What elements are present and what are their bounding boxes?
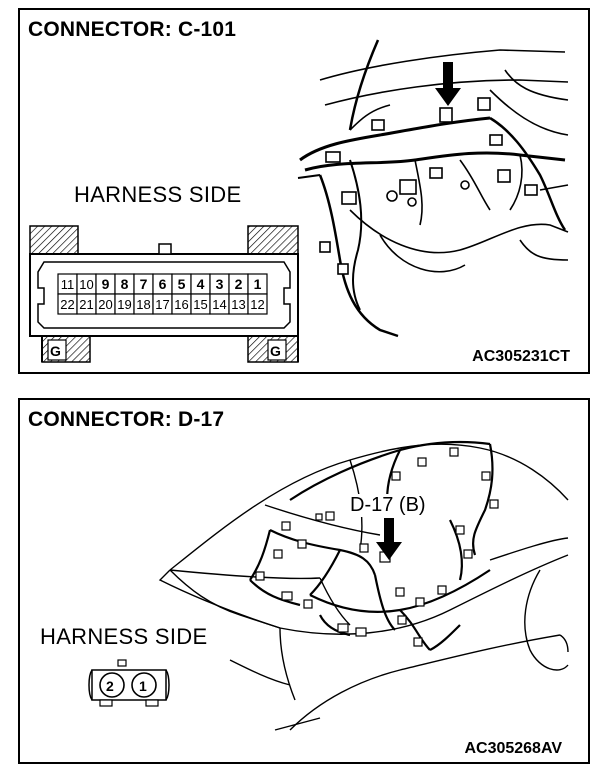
pin-cell	[247, 293, 268, 315]
pin-2: 2	[235, 276, 243, 292]
connector-d17-panel: CONNECTOR: D-17 AC305268AV	[18, 398, 590, 764]
pin-3: 3	[216, 276, 224, 292]
image-code: AC305268AV	[464, 740, 562, 757]
pin-19: 19	[117, 297, 131, 312]
vehicle-body-illustration	[158, 443, 569, 731]
pin-9: 9	[102, 276, 110, 292]
pin-5: 5	[178, 276, 186, 292]
pin-15: 15	[193, 297, 207, 312]
pin-14: 14	[212, 297, 226, 312]
panel-title: CONNECTOR: C-101	[28, 18, 237, 41]
panel-title: CONNECTOR: D-17	[28, 408, 225, 431]
harness-wiring	[249, 440, 494, 651]
image-code: AC305231CT	[472, 348, 570, 365]
pin-1: 1	[139, 678, 147, 694]
pin-1: 1	[254, 276, 262, 292]
pin-7: 7	[140, 276, 148, 292]
pin-10: 10	[79, 277, 93, 292]
guide-mark-left: G	[50, 343, 61, 359]
pin-22: 22	[60, 297, 74, 312]
pin-12: 12	[250, 297, 264, 312]
pin-20: 20	[98, 297, 112, 312]
location-arrow	[376, 518, 402, 560]
harness-connectors	[255, 447, 499, 647]
location-label: D-17 (B)	[348, 494, 428, 517]
dashboard-wiring-illustration	[297, 39, 569, 338]
location-arrow	[435, 62, 461, 106]
harness-side-label: HARNESS SIDE	[40, 624, 208, 649]
guide-mark-right: G	[270, 343, 281, 359]
pin-16: 16	[174, 297, 188, 312]
pin-4: 4	[197, 276, 205, 292]
pin-11: 11	[61, 277, 75, 292]
pin-18: 18	[136, 297, 150, 312]
pin-21: 21	[79, 297, 93, 312]
pin-6: 6	[159, 276, 167, 292]
pin-2: 2	[106, 678, 114, 694]
pin-8: 8	[121, 276, 129, 292]
pin-13: 13	[231, 297, 245, 312]
connector-c101-panel: CONNECTOR: C-101 HARNESS SIDE AC305231CT	[18, 8, 590, 374]
d17-diagram: 2 1	[88, 440, 569, 731]
connector-face-d17	[88, 659, 170, 707]
pin-17: 17	[155, 297, 169, 312]
harness-side-label: HARNESS SIDE	[74, 182, 242, 207]
